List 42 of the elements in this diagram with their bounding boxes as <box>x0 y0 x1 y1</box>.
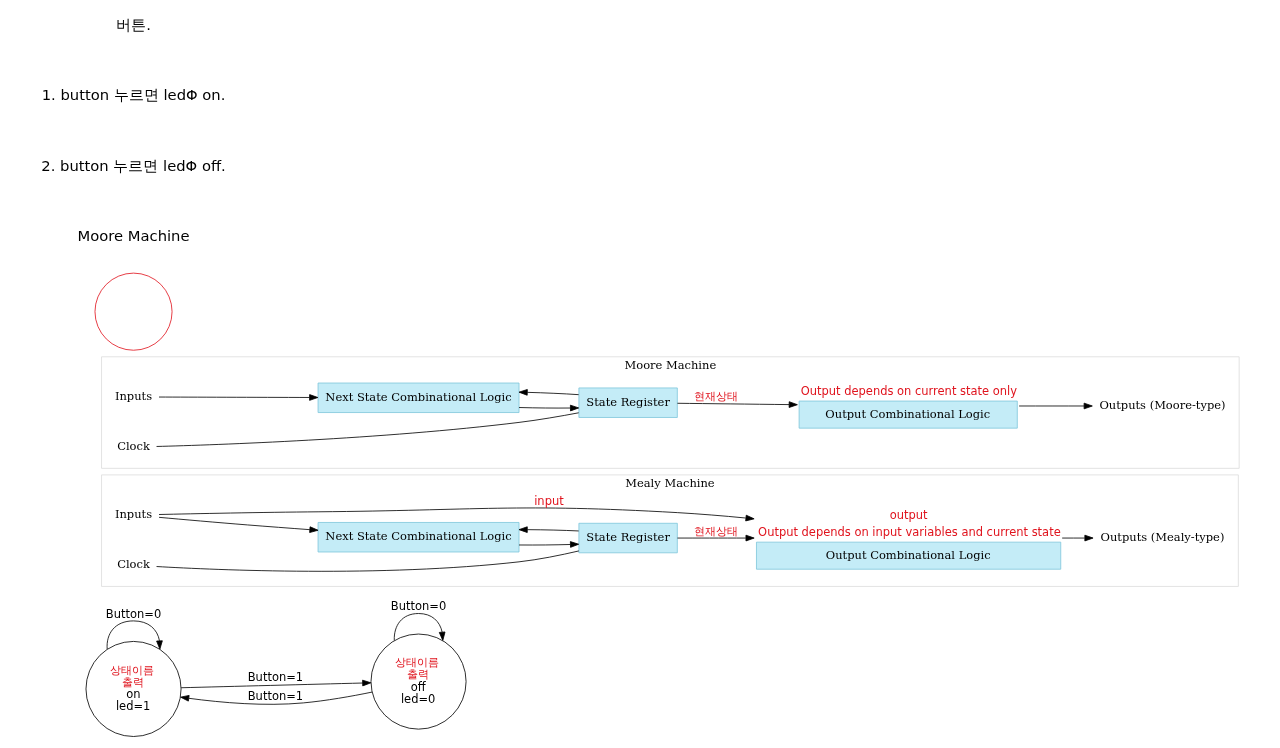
node-circle <box>94 272 173 351</box>
label: 버튼. <box>116 15 151 33</box>
node-box: State Register <box>578 387 678 418</box>
connector <box>156 550 580 572</box>
node-text: Clock <box>117 439 150 454</box>
arrow <box>180 679 372 689</box>
node-text: Clock <box>117 557 150 572</box>
node-text: Inputs <box>114 389 153 404</box>
arrow <box>393 613 446 641</box>
arrow <box>518 541 580 548</box>
node-label: Output depends on input variables and current state <box>758 524 1061 539</box>
edge-label: 현재상태 <box>693 523 738 538</box>
node-text: Inputs <box>114 507 153 522</box>
arrow <box>1061 534 1094 542</box>
label: 1. button 누르면 ledΦ on. <box>41 86 226 104</box>
edge-label: input <box>534 494 564 509</box>
arrow <box>677 401 798 408</box>
arrow <box>158 516 319 533</box>
arrow <box>106 620 163 650</box>
arrow <box>518 526 580 533</box>
arrow <box>180 691 373 705</box>
label: Moore Machine <box>77 227 190 245</box>
arrow <box>158 394 319 401</box>
edge-label: Button=1 <box>247 688 304 703</box>
node-box: State Register <box>578 522 678 554</box>
label: 2. button 누르면 ledΦ off. <box>41 156 226 174</box>
edge-label: Button=1 <box>247 669 304 684</box>
arrow <box>518 389 580 396</box>
node-label: Output depends on current state only <box>800 383 1017 398</box>
arrow <box>518 404 580 412</box>
node-box: Next State Combinational Logic <box>317 522 520 553</box>
node-text: Outputs (Mealy-type) <box>1100 530 1225 545</box>
edge-label: 현재상태 <box>693 389 738 404</box>
node-box: Next State Combinational Logic <box>317 382 520 413</box>
edge-label: Button=0 <box>390 599 447 614</box>
arrow <box>1018 402 1093 410</box>
arrow <box>677 534 755 542</box>
arrow <box>158 507 755 522</box>
edge-label: Button=0 <box>105 606 162 621</box>
node-label: output <box>889 507 928 522</box>
node-text: Outputs (Moore-type) <box>1099 398 1226 413</box>
connector <box>156 412 580 447</box>
